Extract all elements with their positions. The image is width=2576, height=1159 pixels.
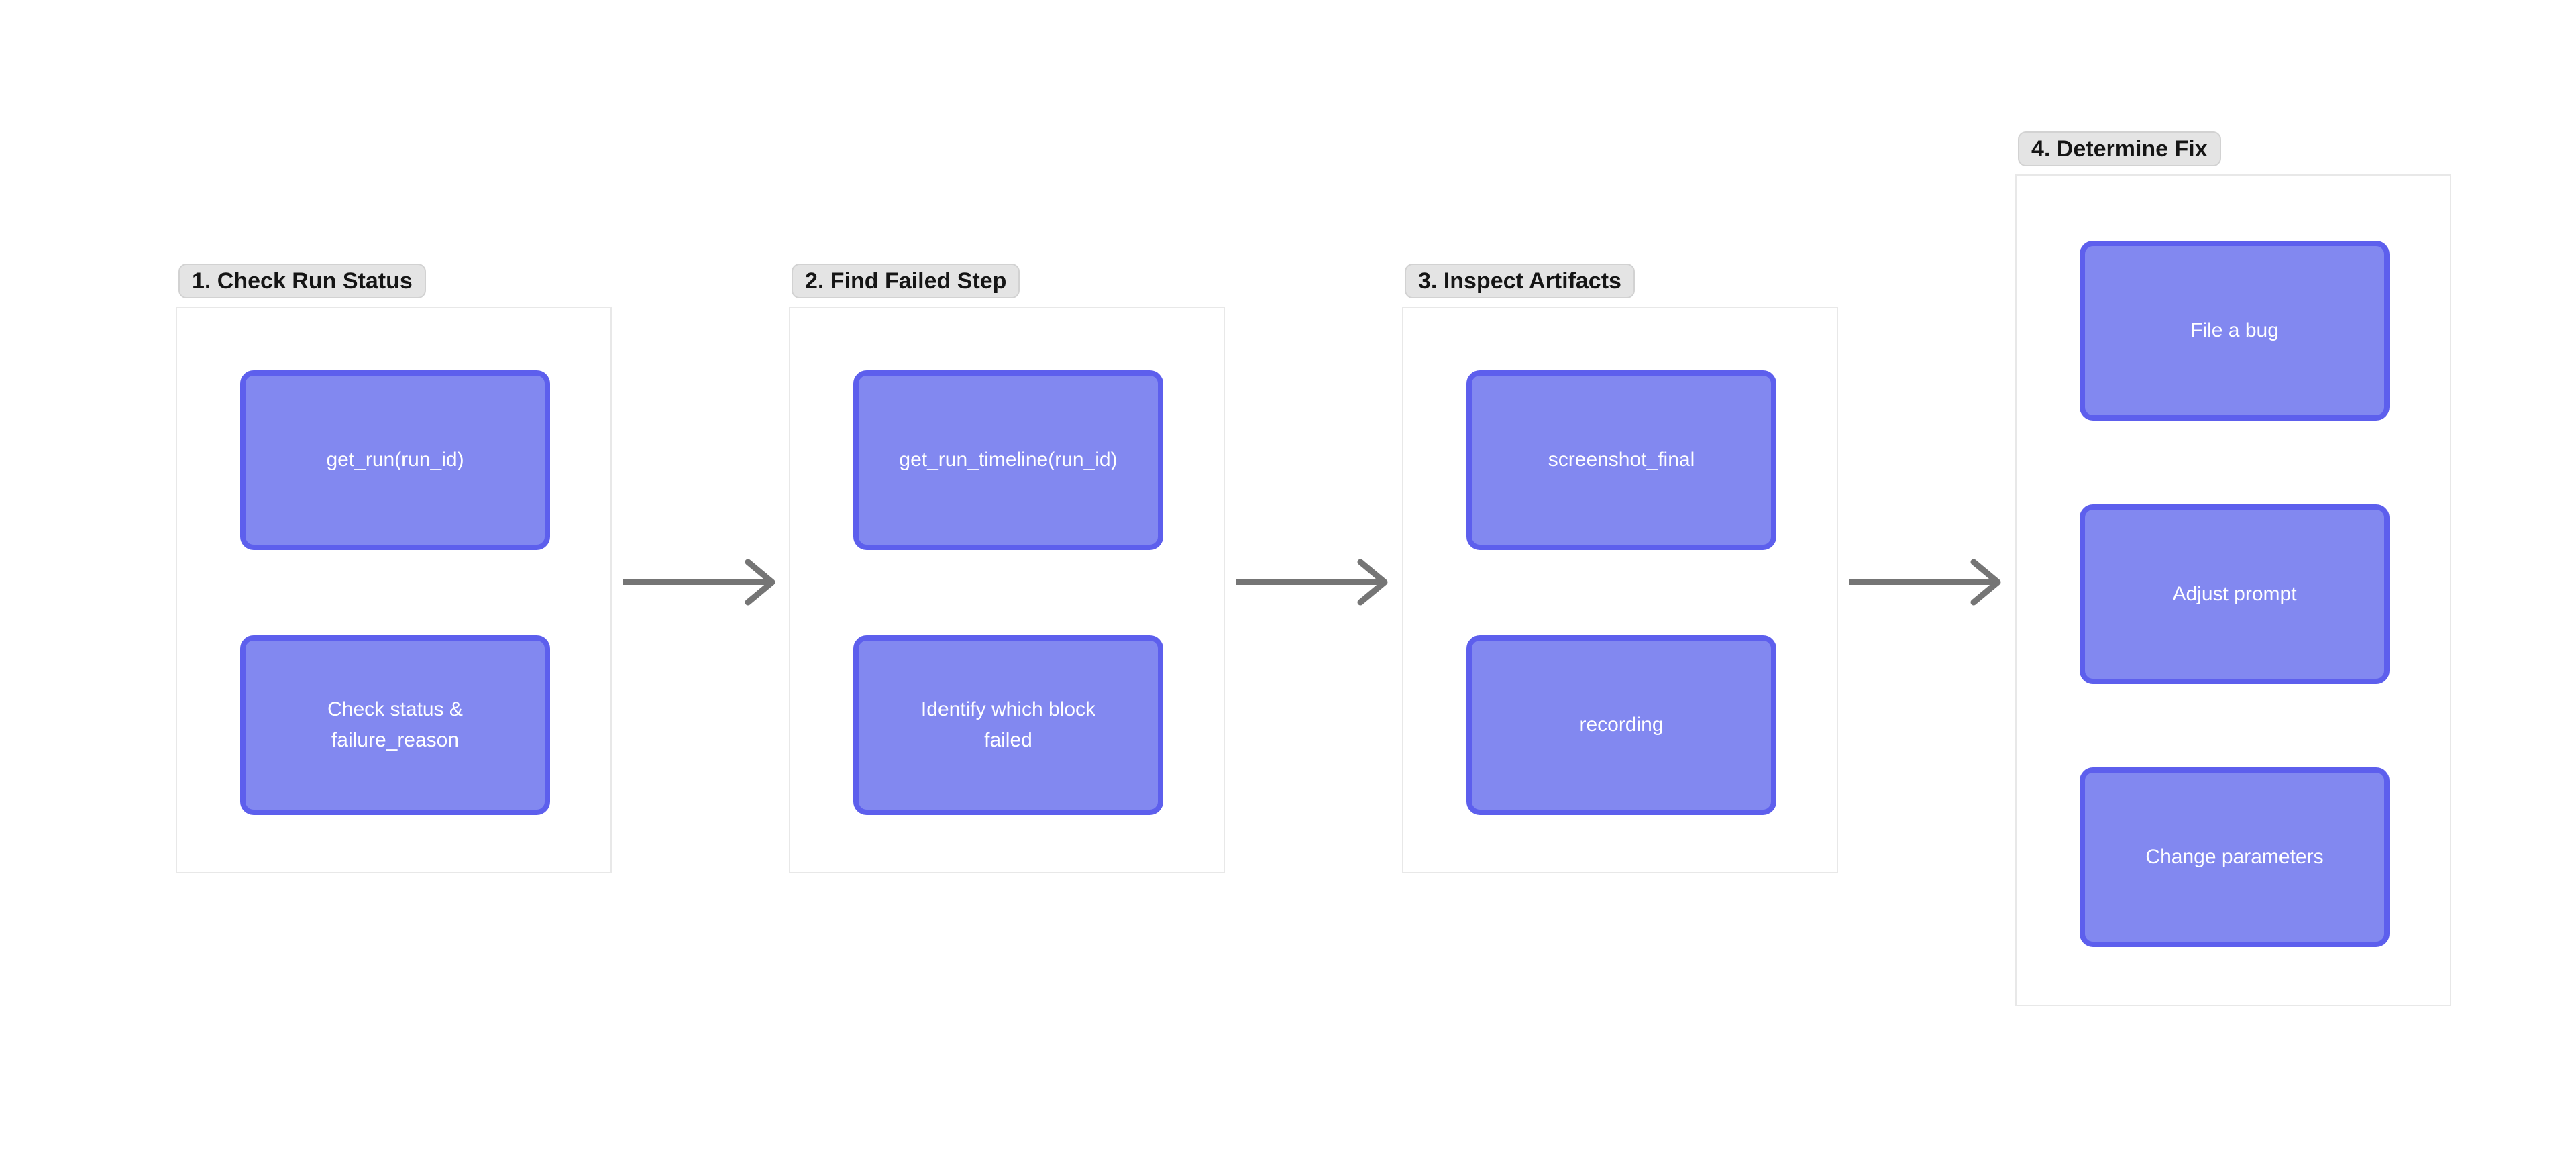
flow-arrow-2[interactable] — [1234, 555, 1392, 609]
node-label: Change parameters — [2145, 845, 2324, 868]
frame-check-run-status: 1. Check Run Status get_run(run_id) Chec… — [176, 264, 612, 873]
frame-body-find-failed-step: get_run_timeline(run_id) Identify which … — [789, 307, 1225, 873]
node-label: Identify which block failed — [920, 698, 1096, 752]
frame-inspect-artifacts: 3. Inspect Artifacts screenshot_final re… — [1402, 264, 1838, 873]
node-recording[interactable]: recording — [1466, 635, 1776, 815]
frame-label-determine-fix[interactable]: 4. Determine Fix — [2018, 131, 2221, 166]
node-identify-which-block-failed[interactable]: Identify which block failed — [853, 635, 1163, 815]
node-label: get_run_timeline(run_id) — [899, 448, 1118, 471]
frame-label-inspect-artifacts[interactable]: 3. Inspect Artifacts — [1405, 264, 1635, 298]
node-label: get_run(run_id) — [326, 448, 464, 471]
node-change-parameters[interactable]: Change parameters — [2080, 767, 2390, 947]
node-get-run[interactable]: get_run(run_id) — [240, 370, 550, 550]
node-label: Check status & failure_reason — [327, 698, 463, 752]
node-label: File a bug — [2190, 319, 2279, 341]
node-label: screenshot_final — [1548, 448, 1695, 471]
frame-find-failed-step: 2. Find Failed Step get_run_timeline(run… — [789, 264, 1225, 873]
frame-label-find-failed-step[interactable]: 2. Find Failed Step — [792, 264, 1020, 298]
frame-body-inspect-artifacts: screenshot_final recording — [1402, 307, 1838, 873]
frame-body-determine-fix: File a bug Adjust prompt Change paramete… — [2015, 174, 2451, 1006]
node-check-status-failure-reason[interactable]: Check status & failure_reason — [240, 635, 550, 815]
flow-arrow-1[interactable] — [622, 555, 780, 609]
node-label: recording — [1579, 713, 1664, 736]
frame-label-check-run-status[interactable]: 1. Check Run Status — [178, 264, 426, 298]
node-get-run-timeline[interactable]: get_run_timeline(run_id) — [853, 370, 1163, 550]
frame-determine-fix: 4. Determine Fix File a bug Adjust promp… — [2015, 131, 2451, 1006]
frame-body-check-run-status: get_run(run_id) Check status & failure_r… — [176, 307, 612, 873]
node-screenshot-final[interactable]: screenshot_final — [1466, 370, 1776, 550]
node-adjust-prompt[interactable]: Adjust prompt — [2080, 504, 2390, 684]
flow-arrow-3[interactable] — [1847, 555, 2005, 609]
node-file-a-bug[interactable]: File a bug — [2080, 241, 2390, 421]
node-label: Adjust prompt — [2172, 582, 2297, 605]
